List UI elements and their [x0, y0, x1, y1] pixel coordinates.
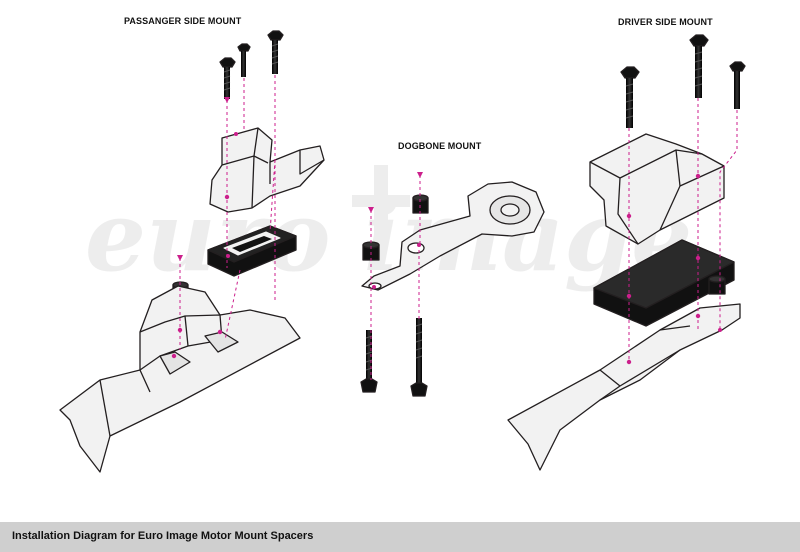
- caption-text: Installation Diagram for Euro Image Moto…: [12, 530, 314, 542]
- driver-bolt-right: [729, 61, 746, 109]
- passenger-engine-bracket: [59, 285, 301, 473]
- dogbone-mount-label: DOGBONE MOUNT: [398, 141, 482, 151]
- driver-chassis-bracket: [507, 303, 741, 471]
- driver-side-mount-label: DRIVER SIDE MOUNT: [618, 17, 713, 27]
- passenger-bolt-left: [219, 57, 236, 99]
- driver-bolt-middle: [689, 34, 709, 98]
- dogbone-assembly: [360, 181, 545, 397]
- passenger-bolt-middle: [237, 43, 251, 77]
- watermark-cross: [352, 165, 410, 237]
- driver-upper-mount: [589, 133, 725, 245]
- passenger-upper-bracket: [209, 127, 325, 213]
- caption-bar: Installation Diagram for Euro Image Moto…: [0, 522, 800, 552]
- driver-small-spacer: [708, 275, 726, 295]
- dogbone-spacer-top: [412, 194, 429, 214]
- passenger-bolt-right: [267, 30, 284, 74]
- alignment-guides: [177, 75, 738, 380]
- dogbone-bolt-left: [360, 330, 378, 393]
- guide-dots: [171, 132, 722, 365]
- dogbone-spacer-left: [362, 241, 380, 261]
- passenger-side-mount-label: PASSANGER SIDE MOUNT: [124, 16, 242, 26]
- passenger-side-assembly: [59, 30, 325, 473]
- driver-bolt-left: [620, 66, 640, 128]
- passenger-spacer-plate: [207, 225, 297, 277]
- dogbone-bolt-right: [410, 318, 428, 397]
